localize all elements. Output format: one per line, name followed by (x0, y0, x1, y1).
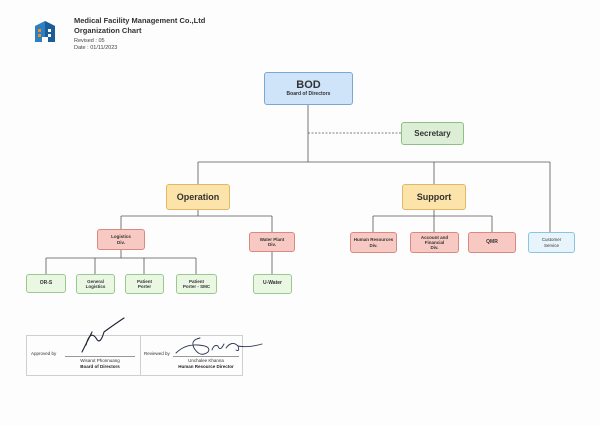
reviewed-by-role: Human Resource Director (178, 364, 234, 369)
general-logistics-line1: General (87, 278, 104, 284)
bod-subtitle: Board of Directors (286, 91, 331, 98)
revision-number: Revised : 05 (74, 38, 105, 44)
hr-line2: Div. (369, 242, 378, 248)
general-logistics-line2: Logistics (85, 284, 106, 289)
approval-divider (140, 336, 141, 375)
patient-porter-line1: Patient (136, 278, 152, 284)
logistics-line1: Logistics (111, 234, 131, 240)
water-plant-division-node: Water Plant Div. (249, 232, 295, 252)
customer-service-node: Customer Service (528, 232, 575, 253)
water-plant-line1: Water Plant (259, 236, 285, 242)
water-plant-line2: Div. (268, 242, 276, 247)
revision-date: Date : 01/11/2023 (74, 45, 118, 51)
accfin-line1: Account and Financial (420, 234, 449, 245)
secretary-node: Secretary (401, 122, 464, 145)
reviewed-by-name: Unchalee Khanna (188, 358, 224, 363)
logistics-division-node: Logistics Div. (97, 229, 145, 250)
customer-service-line2: Service (543, 242, 559, 248)
approved-by-name: Wisarut Phonnuang (80, 358, 120, 363)
u-water-node: U-Water (253, 274, 292, 294)
qmr-node: QMR (468, 232, 516, 253)
bod-node: BOD Board of Directors (264, 72, 353, 105)
approval-block: Approved by Wisarut Phonnuang Board of D… (26, 335, 243, 376)
ors-node: OR-S (26, 274, 66, 293)
reviewed-by-label: Reviewed by (144, 351, 170, 356)
patient-porter-smc-node: Patient Porter - SMC (176, 274, 217, 294)
logistics-line2: Div. (117, 239, 125, 245)
approved-signature-line (65, 356, 135, 357)
company-logo-icon (35, 21, 55, 42)
patient-porter-line2: Porter (137, 284, 152, 289)
customer-service-line1: Customer (541, 237, 562, 243)
general-logistics-node: General Logistics (76, 274, 115, 294)
patient-porter-smc-line2: Porter - SMC (182, 284, 211, 289)
approved-by-role: Board of Directors (80, 364, 120, 369)
human-resources-division-node: Human Resources Div. (350, 232, 397, 253)
patient-porter-smc-line1: Patient (188, 278, 204, 284)
revision-info: Revised : 05 Date : 01/11/2023 (74, 38, 117, 52)
operation-node: Operation (166, 184, 230, 210)
accfin-line2: Div. (430, 245, 439, 251)
hr-line1: Human Resources (353, 237, 394, 243)
patient-porter-node: Patient Porter (125, 274, 164, 294)
approved-by-label: Approved by (31, 351, 57, 356)
reviewed-signature-line (173, 356, 239, 357)
bod-title: BOD (296, 78, 321, 91)
chart-title: Organization Chart (74, 26, 142, 35)
support-node: Support (402, 184, 466, 210)
account-financial-division-node: Account and Financial Div. (410, 232, 459, 253)
company-name: Medical Facility Management Co.,Ltd (74, 16, 206, 25)
